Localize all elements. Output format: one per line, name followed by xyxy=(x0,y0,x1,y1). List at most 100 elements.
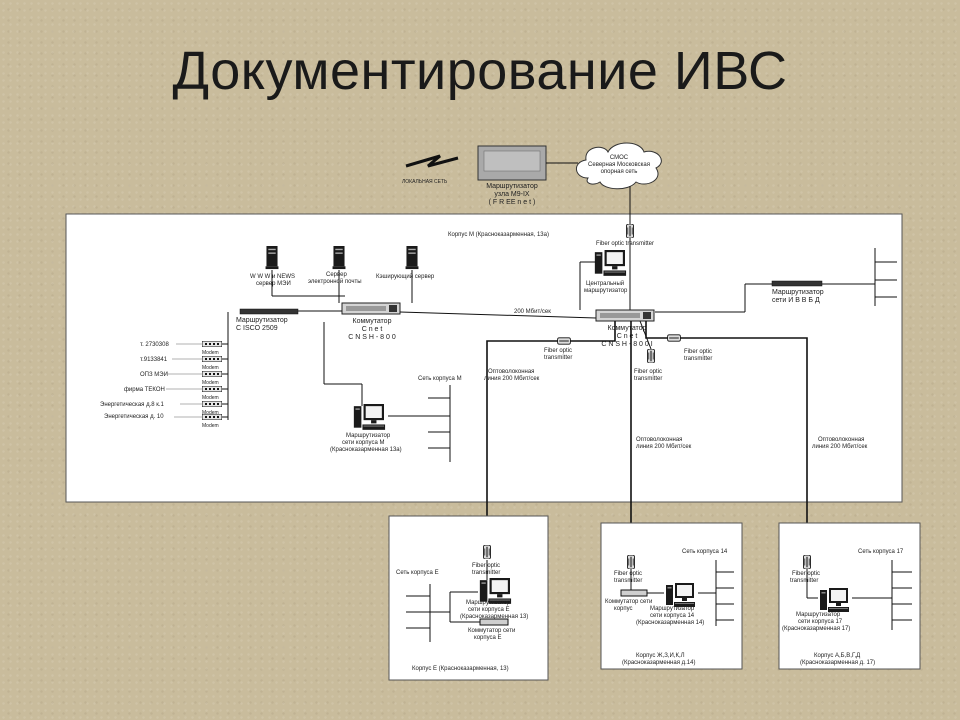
k17-router-label-3: (Красноказарменная 17) xyxy=(782,626,850,632)
svg-text:фирма ТЕКОН: фирма ТЕКОН xyxy=(124,387,165,393)
page-title: Документирование ИВС xyxy=(172,41,788,101)
e-set-label: Сеть корпуса Е xyxy=(396,570,439,576)
mail-label-2: электронной почты xyxy=(308,278,362,285)
cloud-label-3: опорная сеть xyxy=(601,169,638,175)
k17-router-label-2: сети корпуса 17 xyxy=(798,619,843,625)
router-m-icon xyxy=(353,404,386,430)
modem-icon xyxy=(202,356,222,362)
router-m-label-1: Маршрутизатор xyxy=(346,433,391,439)
k17-fiber-label-2: transmitter xyxy=(790,578,818,584)
opto-right-label-2: линия 200 Мбит/сек xyxy=(812,444,868,450)
switch2-label-2: C n e t xyxy=(617,333,638,340)
modem-row-4: фирма ТЕКОН Modem xyxy=(124,386,228,401)
k14-router-label-1: Маршрутизатор xyxy=(650,606,695,612)
switch-e-icon xyxy=(479,618,509,626)
fiber-right-label-2: transmitter xyxy=(684,356,712,362)
e-router-label-3: (Красноказарменная 13) xyxy=(460,614,528,620)
router-cisco-label-2: C ISCO 2509 xyxy=(236,325,278,332)
central-router-label-1: Центральный xyxy=(586,280,624,287)
korpus-17-box xyxy=(778,522,921,670)
switch2-label-1: Коммутатор xyxy=(608,325,647,332)
k17-fiber-label-1: Fiber optic xyxy=(792,571,820,577)
e-router-label-2: сети корпуса Е xyxy=(468,607,509,613)
k17-footer-label-1: Корпус А,Б,В,Г,Д xyxy=(814,653,860,659)
mail-server-icon xyxy=(332,246,346,270)
fiber-top-label: Fiber optic transmitter xyxy=(596,241,654,247)
router-node-label-3: ( F R EE n e t ) xyxy=(489,199,536,206)
opto-mid-label-2: линия 200 Мбит/сек xyxy=(636,444,692,450)
svg-text:Modem: Modem xyxy=(202,365,219,371)
svg-text:Modem: Modem xyxy=(202,350,219,356)
router-node-label-1: Маршрутизатор xyxy=(486,183,538,190)
mail-label-1: Сервер xyxy=(326,272,347,278)
lan-label: ЛОКАЛЬНАЯ СЕТЬ xyxy=(402,179,448,185)
set-m-label: Сеть корпуса М xyxy=(418,376,462,382)
switch1-label-1: Коммутатор xyxy=(353,318,392,325)
switch1-label-3: C N S H - 8 0 0 xyxy=(348,334,396,341)
e-router-label-1: Маршрутизатор xyxy=(466,600,511,606)
speed-200-label: 200 Мбит/сек xyxy=(514,309,551,315)
router-ivvbd-label-1: Маршрутизатор xyxy=(772,289,824,296)
k14-router-label-2: сети корпуса 14 xyxy=(650,613,695,619)
opto-left-label-1: Оптоволоконная xyxy=(488,369,534,375)
www-label-2: сервер МЭИ xyxy=(256,281,291,287)
svg-text:Modem: Modem xyxy=(202,423,219,429)
lan-box xyxy=(65,213,903,503)
switch1-label-2: C n e t xyxy=(362,326,383,333)
modem-row-6: Энергетическая д. 10 Modem xyxy=(104,414,228,429)
router-cisco-label-1: Маршрутизатор xyxy=(236,317,288,324)
cloud-label-2: Северная Московская xyxy=(588,162,650,168)
switch2-label-3: C N S H - 8 0 0 I xyxy=(601,341,652,348)
fiber-right-icon xyxy=(666,334,682,342)
www-server-icon xyxy=(265,246,279,270)
cache-label: Кэширующий сервер xyxy=(376,273,435,280)
router-node-label-2: узла M9-IX xyxy=(494,191,530,198)
cloud-label-1: СМОС xyxy=(610,155,629,161)
opto-right-label-1: Оптоволоконная xyxy=(818,437,864,443)
e-switch-label-1: Коммутатор сети xyxy=(468,628,515,634)
router-14-icon xyxy=(666,583,695,607)
e-switch-label-2: корпуса Е xyxy=(474,635,502,641)
svg-text:Modem: Modem xyxy=(202,380,219,386)
k14-router-label-3: (Красноказарменная 14) xyxy=(636,620,704,626)
router-ivvbd-icon xyxy=(771,280,823,287)
modem-icon xyxy=(202,341,222,347)
e-fiber-label-2: transmitter xyxy=(472,570,500,576)
k17-set-label: Сеть корпуса 17 xyxy=(858,549,904,555)
modem-icon xyxy=(202,401,222,407)
fiber-17-icon xyxy=(802,555,812,569)
fiber-left-label-2: transmitter xyxy=(544,355,572,361)
k14-footer-label-2: (Красноказарменная д.14) xyxy=(622,660,695,666)
central-router-label-2: маршрутизатор xyxy=(584,288,628,294)
switch-14-icon xyxy=(620,589,648,597)
k17-router-label-1: Маршрутизатор xyxy=(796,612,841,618)
central-router-icon xyxy=(594,250,627,276)
svg-text:т. 2730308: т. 2730308 xyxy=(140,342,169,348)
svg-text:Modem: Modem xyxy=(202,395,219,401)
www-label-1: W W W и NEWS xyxy=(250,274,295,280)
fiber-e-icon xyxy=(482,545,492,559)
e-footer-label: Корпус Е (Красноказарменная, 13) xyxy=(412,666,509,672)
korpus-m-label: Корпус М (Красноказарменная, 13а) xyxy=(448,232,549,238)
modem-row-1: т. 2730308 Modem xyxy=(140,341,228,356)
svg-text:ОПЗ МЭИ: ОПЗ МЭИ xyxy=(140,372,168,378)
router-17-icon xyxy=(820,588,849,612)
router-m-label-3: (Красноказарменная 13а) xyxy=(330,447,402,453)
k14-switch-label-2: корпус xyxy=(614,606,633,612)
fiber-left-icon xyxy=(556,337,572,345)
k14-footer-label-1: Корпус Ж,З,И,К,Л xyxy=(636,653,685,659)
fiber-14-icon xyxy=(626,555,636,569)
fiber-mid-label-1: Fiber optic xyxy=(634,369,662,375)
svg-text:Энергетическая д. 10: Энергетическая д. 10 xyxy=(104,414,164,420)
svg-text:т.9133841: т.9133841 xyxy=(140,357,168,363)
k14-set-label: Сеть корпуса 14 xyxy=(682,549,728,555)
router-cisco-icon xyxy=(239,308,299,315)
modem-icon xyxy=(202,414,222,420)
lightning-icon xyxy=(405,154,459,168)
fiber-mid-icon xyxy=(646,349,656,363)
router-m-label-2: сети корпуса М xyxy=(342,440,384,446)
k14-fiber-label-2: transmitter xyxy=(614,578,642,584)
opto-left-label-2: линия 200 Мбит/сек xyxy=(484,376,540,382)
k14-fiber-label-1: Fiber optic xyxy=(614,571,642,577)
